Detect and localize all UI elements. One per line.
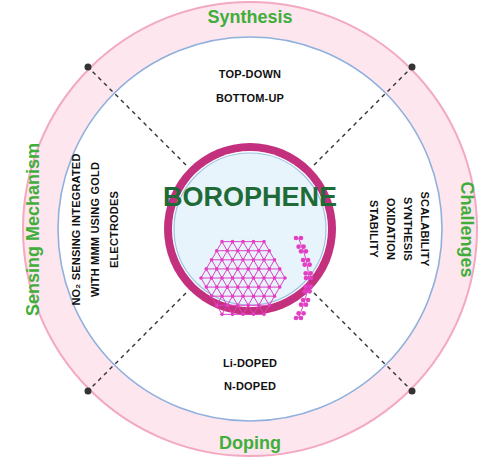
outer-ring — [23, 2, 477, 456]
lattice-side-atom — [294, 316, 299, 321]
lattice-atom — [231, 240, 235, 244]
lattice-side-bond — [304, 251, 306, 258]
sector-item: TOP-DOWN — [219, 68, 282, 80]
lattice-side-bond — [306, 258, 308, 265]
lattice-side-atom — [304, 276, 309, 281]
sector-heading: Sensing Mechanism — [24, 142, 45, 315]
lattice-side-atom — [309, 276, 314, 281]
lattice-atom — [262, 240, 266, 244]
sector-heading: Doping — [219, 433, 281, 454]
sector-item: Li-DOPED — [223, 357, 277, 369]
lattice-side-bond — [301, 245, 303, 252]
center-gap — [172, 151, 328, 307]
lattice-side-atom — [294, 236, 299, 241]
lattice-atom — [278, 267, 282, 271]
lattice-side-atom — [306, 298, 311, 303]
center-border — [164, 143, 336, 315]
lattice-side-bond — [306, 291, 308, 298]
sector-item: STABILITY — [368, 200, 380, 258]
sector-item: SYNTHESIS — [402, 197, 414, 261]
lattice-side-atom — [303, 271, 308, 276]
lattice-side-bond — [299, 311, 302, 318]
lattice-side-atom — [301, 311, 306, 316]
lattice-atom — [252, 240, 256, 244]
center-fill — [174, 153, 326, 305]
sector-heading: Challenges — [456, 181, 477, 277]
lattice-side-atom — [307, 289, 312, 294]
lattice-side-atom — [296, 244, 301, 249]
sector-item: OXIDATION — [385, 198, 397, 260]
sector: SynthesisTOP-DOWN BOTTOM-UP — [150, 0, 350, 112]
sector: Challenges STABILITY OXIDATION SYNTHESIS SCA… — [360, 110, 500, 350]
lattice-atom — [241, 240, 245, 244]
sector-item: BOTTOM-UP — [216, 92, 284, 104]
lattice-side-bond — [308, 278, 309, 285]
divider-dots — [85, 64, 416, 395]
lattice-side-bond — [304, 298, 306, 305]
sector-item: SCALABILITY — [419, 192, 431, 267]
lattice-atom — [273, 258, 277, 262]
center-circle: BOROPHENE — [172, 150, 328, 220]
sector-item: NO₂ SENSING INTEGRATED WITH MMM USING GO… — [67, 149, 124, 309]
center-title: BOROPHENE — [163, 182, 337, 213]
sector: Doping Li-DOPED N-DOPED — [150, 346, 350, 459]
sector: Sensing Mechanism NO₂ SENSING INTEGRATED … — [0, 110, 140, 350]
lattice-side-bond — [308, 271, 309, 278]
lattice-atom — [267, 249, 271, 253]
lattice-side-atom — [308, 284, 313, 289]
lattice-side-atom — [307, 262, 312, 267]
sector-dividers — [90, 69, 410, 389]
lattice-side-bond — [299, 238, 302, 245]
sector-heading: Synthesis — [207, 7, 292, 28]
lattice-side-bond — [307, 265, 309, 272]
borophene-lattice — [199, 236, 313, 321]
sector-item: N-DOPED — [224, 380, 276, 392]
lattice-side-bond — [301, 305, 303, 312]
lattice-side-atom — [301, 258, 306, 263]
lattice-atom — [283, 276, 287, 280]
inner-circle — [58, 37, 442, 421]
lattice-side-bond — [307, 285, 309, 292]
lattice-atom — [220, 240, 224, 244]
lattice-side-atom — [308, 271, 313, 276]
